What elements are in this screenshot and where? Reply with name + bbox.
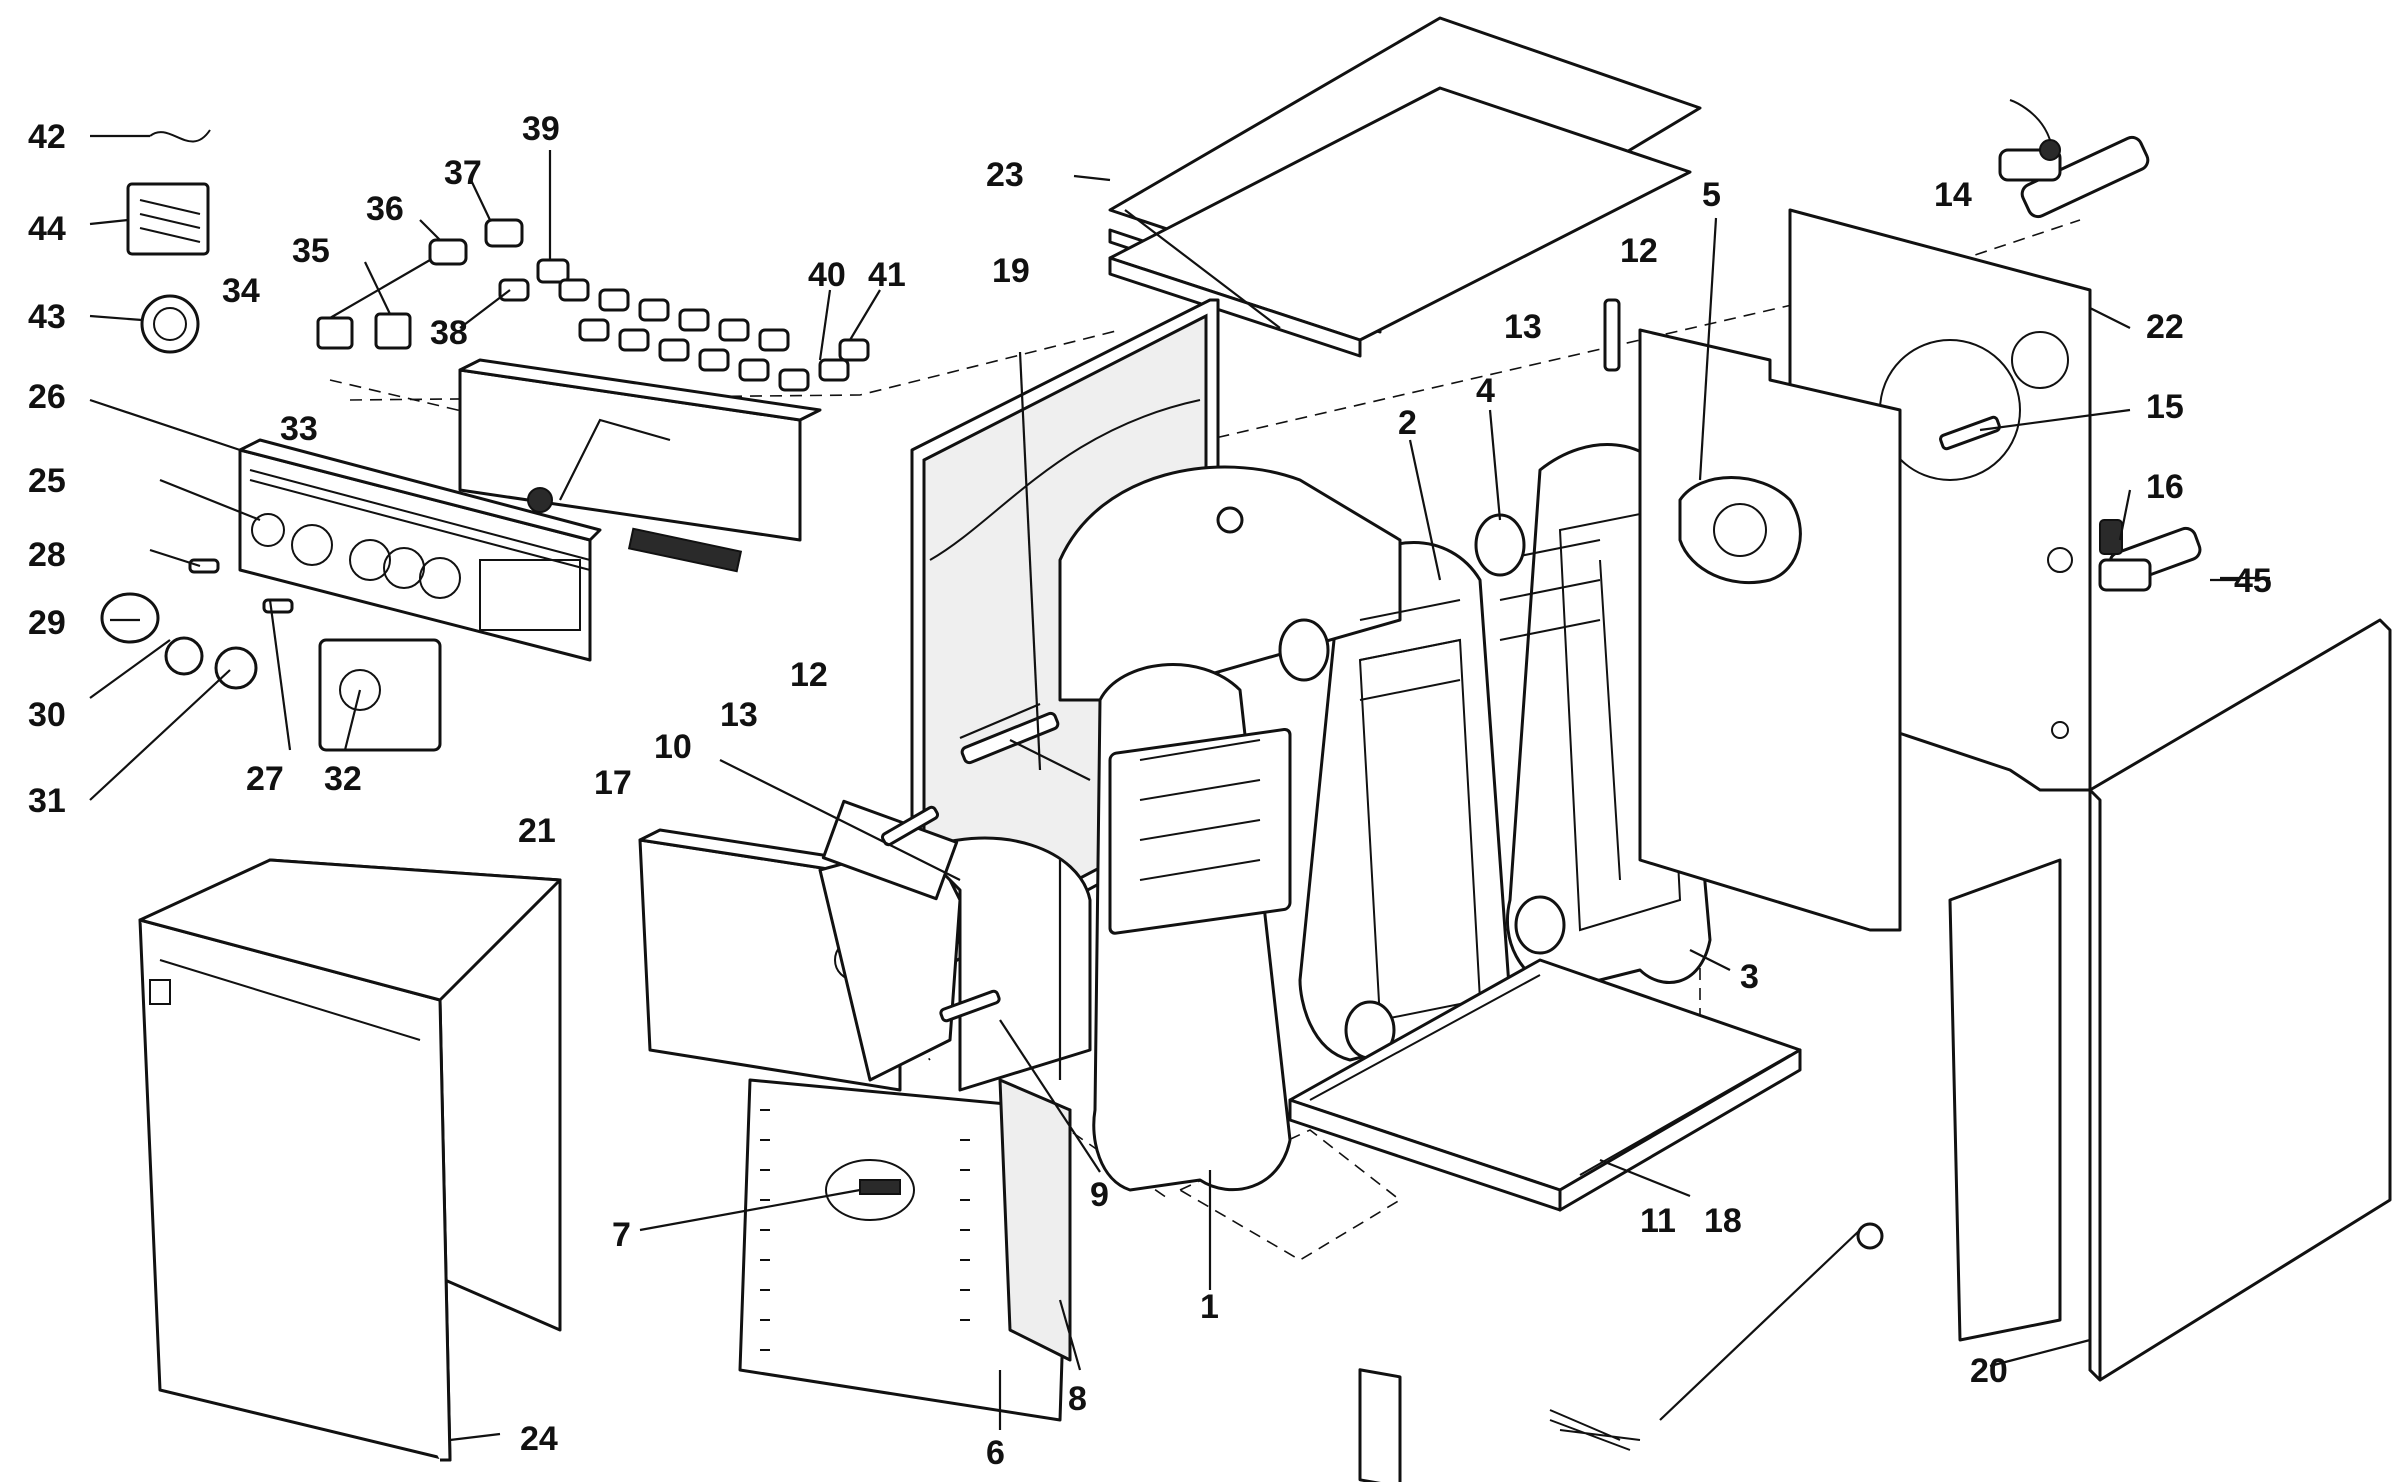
flue-gasket [1678,476,1802,585]
callout-32: 32 [324,760,362,798]
callout-17: 17 [594,764,632,802]
callout-44: 44 [28,210,66,248]
cleaning-brush [1549,1222,1884,1451]
callout-3: 3 [1740,958,1759,996]
callout-38: 38 [430,314,468,352]
leader-lines [89,134,2270,1442]
callout-labels: 1 2 3 4 5 6 7 8 9 10 11 12 12 13 13 14 1… [28,110,2272,1472]
callout-36: 36 [366,190,404,228]
callout-15: 15 [2146,388,2184,426]
callout-42: 42 [28,118,66,156]
control-panel-bracket [458,358,822,573]
callout-10: 10 [654,728,692,766]
callout-5: 5 [1702,176,1721,214]
callout-18: 18 [1704,1202,1742,1240]
callout-12: 12 [1620,232,1658,270]
callout-43: 43 [28,298,66,336]
callout-11: 11 [1640,1202,1676,1240]
callout-31: 31 [28,782,66,820]
callout-40: 40 [808,256,846,294]
base-tray [1288,958,1802,1212]
callout-35: 35 [292,232,330,270]
callout-22: 22 [2146,308,2184,346]
callout-7: 7 [612,1216,631,1254]
callout-25: 25 [28,462,66,500]
callout-16: 16 [2146,468,2184,506]
callout-30: 30 [28,696,66,734]
callout-37: 37 [444,154,482,192]
tie-rods-and-bolts [880,298,1621,1482]
callout-21: 21 [518,812,556,850]
callout-41: 41 [868,256,906,294]
front-insulation-pieces [818,799,1092,1092]
front-casing [138,858,562,1462]
callout-24: 24 [520,1420,558,1458]
boiler-block [1058,465,1601,1192]
rear-insulation-panel [1638,328,1902,932]
callout-23: 23 [986,156,1024,194]
callout-45: 45 [2234,562,2272,600]
callout-13: 13 [1504,308,1542,346]
callout-12b: 12 [790,656,828,694]
callout-9: 9 [1090,1176,1109,1214]
callout-4: 4 [1476,372,1495,410]
control-panel [238,438,602,662]
callout-13b: 13 [720,696,758,734]
top-cover-panels [1108,16,1702,358]
callout-1: 1 [1200,1288,1219,1326]
callout-14: 14 [1934,176,1972,214]
callout-19: 19 [992,252,1030,290]
right-side-panels [1948,618,2392,1382]
switch-caps [428,218,870,392]
callout-27: 27 [246,760,284,798]
callout-20: 20 [1970,1352,2008,1390]
callout-39: 39 [522,110,560,148]
callout-34: 34 [222,272,260,310]
pipe-fittings [1939,99,2202,592]
callout-29: 29 [28,604,66,642]
callout-2: 2 [1398,404,1417,442]
callout-26: 26 [28,378,66,416]
callout-6: 6 [986,1434,1005,1472]
callout-8: 8 [1068,1380,1087,1418]
burner-door [738,1078,1072,1422]
callout-28: 28 [28,536,66,574]
callout-33: 33 [280,410,318,448]
